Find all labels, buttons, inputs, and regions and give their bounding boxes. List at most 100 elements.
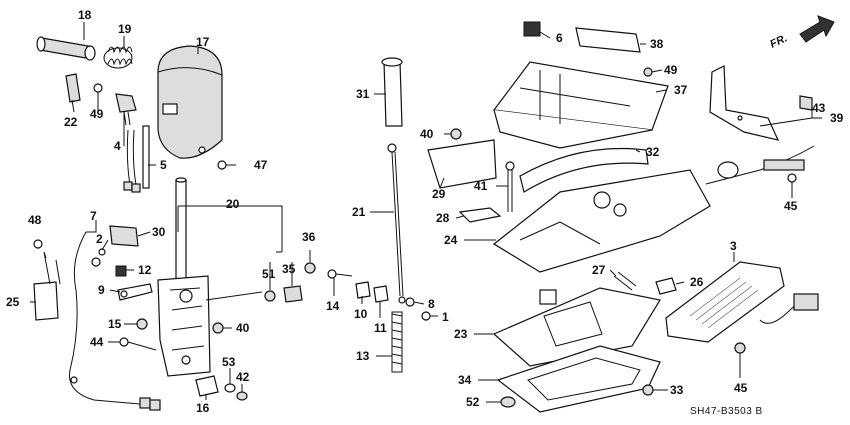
callout-number-43: 43 [812,101,826,115]
part-30-solenoid [98,225,139,256]
part-48-bolt [33,239,43,249]
callout-8: 8 [428,297,435,311]
callout-number-45: 45 [784,199,798,213]
part-5-tube [142,125,150,189]
part-37-indicator-panel [492,61,669,149]
part-38-bracket [575,27,641,53]
part-45-cable [705,145,815,185]
part-24-base-bracket [492,169,711,273]
part-47-bolt [217,160,236,170]
part-50-screw [93,83,103,102]
callout-40-right: 40 [420,127,434,141]
callout-6: 6 [556,31,563,45]
callout-34: 34 [458,373,472,387]
callout-25: 25 [6,295,20,309]
part-7-harness [69,231,161,411]
callout-4: 4 [114,139,121,153]
callout-30: 30 [152,225,166,239]
callout-40-left: 40 [236,321,250,335]
part-14-bolt [327,269,353,279]
part-9-link-plate [117,283,153,301]
part-33-clip [642,384,654,396]
callout-5: 5 [160,158,167,172]
part-15-bushing [136,318,148,330]
callout-12: 12 [138,263,152,277]
callout-17: 17 [196,35,210,49]
callout-36: 36 [302,230,316,244]
part-43-clip [799,95,813,111]
callout-37: 37 [674,83,688,97]
part-18-shift-knob-grip [36,36,96,61]
part-6-indicator-bulb [523,21,541,37]
callout-41: 41 [474,179,488,193]
part-49-clip [643,67,653,77]
callout-52: 52 [466,395,480,409]
part-11-collar [373,285,389,303]
callout-24: 24 [444,233,458,247]
callout-35: 35 [282,262,296,276]
callout-26: 26 [690,275,704,289]
callout-15: 15 [108,317,122,331]
leader-lines [30,22,822,403]
callout-46: 45 [734,381,748,395]
callout-33: 33 [670,383,684,397]
callout-22: 22 [64,115,78,129]
callout-27: 27 [592,263,606,277]
part-19-spring [103,46,133,69]
callout-9: 9 [98,283,105,297]
callout-13: 13 [356,349,370,363]
callout-11: 11 [374,321,387,335]
part-46-screw [734,342,746,354]
callout-53: 53 [222,355,236,369]
callout-16: 16 [196,401,210,415]
part-40-nut-right [450,128,462,140]
part-22-button [65,73,81,103]
callout-21: 21 [352,205,366,219]
callout-2: 2 [96,232,103,246]
callout-38: 38 [650,37,664,51]
part-52-grommet [500,396,516,408]
direction-label: FR. [768,32,789,50]
part-10-collar [355,281,371,299]
callout-48: 48 [28,213,42,227]
part-16-collar [195,375,219,397]
part-3-control-unit [665,261,819,343]
callout-10: 10 [354,307,368,321]
callout-28: 28 [436,211,450,225]
callout-44: 44 [90,335,104,349]
part-35-bushing [283,285,303,303]
part-4-switch-assembly [115,93,141,193]
part-44-bolt [119,337,157,351]
part-51-nut [264,290,276,302]
diagram-code: SH47-B3503 B [690,406,763,417]
part-36-nut [304,262,316,274]
part-25-bracket [33,251,61,321]
callout-7: 7 [90,209,97,223]
part-42-nut [236,391,248,401]
part-27-pin [613,271,637,291]
callout-23: 23 [454,327,468,341]
part-2-clip [91,257,101,267]
part-26-clip [655,277,677,295]
callout-51: 51 [262,267,276,281]
part-39-bracket [709,65,780,141]
part-20-shift-lever [157,177,263,377]
callout-1: 1 [442,310,449,324]
callout-19: 19 [118,22,132,36]
part-12-clip [115,265,127,277]
part-28-clip [458,207,502,223]
callout-3: 3 [730,239,737,253]
part-21-rod [387,143,406,304]
part-53-washer [224,383,236,393]
callout-31: 31 [356,87,370,101]
callout-39: 39 [830,111,844,125]
part-23-plate [492,287,661,367]
callout-14: 14 [326,299,340,313]
callout-50: 49 [90,107,104,121]
callout-47: 47 [254,158,268,172]
callout-32: 32 [646,145,660,159]
part-34-gasket [496,345,661,413]
part-31-boot [381,57,403,127]
callout-29: 29 [432,187,446,201]
